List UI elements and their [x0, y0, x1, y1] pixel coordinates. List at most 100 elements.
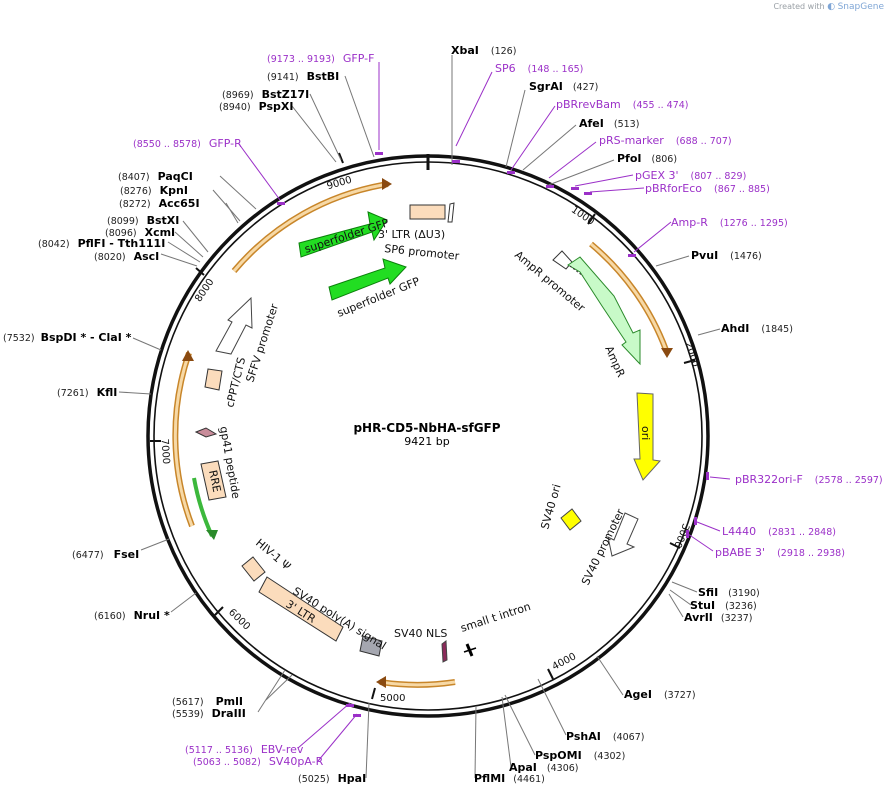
- primer-label-pgex3[interactable]: pGEX 3'(807 .. 829): [635, 169, 746, 182]
- tick-label-7000: 7000: [158, 438, 171, 464]
- enzyme-label-acc65i[interactable]: (8272)Acc65I: [119, 197, 200, 210]
- feature-shape: [258, 576, 344, 642]
- enzyme-label-nrui[interactable]: (6160)NruI *: [94, 609, 170, 622]
- feature-label: small t intron: [459, 600, 532, 635]
- feature-label: RRE: [206, 469, 223, 494]
- leader-stui: [669, 589, 692, 606]
- feature-sffv-promoter: SFFV promoter: [215, 296, 281, 384]
- feature-shape: [552, 250, 573, 270]
- leader-hpai: [365, 702, 370, 779]
- enzyme-label-asci[interactable]: (8020)AscI: [94, 250, 159, 263]
- enzyme-label-bstbi[interactable]: (9141)BstBI: [267, 70, 339, 83]
- feature-label: AmpR: [602, 344, 627, 380]
- enzyme-label-paqci[interactable]: (8407)PaqCI: [118, 170, 193, 183]
- plasmid-size: 9421 bp: [404, 435, 449, 448]
- enzyme-label-bstxi[interactable]: (8099)BstXI: [107, 214, 179, 227]
- feature-shape: [607, 512, 639, 557]
- primer-leader-ebvrev: [297, 702, 351, 749]
- enzyme-label-stui[interactable]: StuI(3236): [690, 599, 757, 612]
- primer-leaders: [238, 62, 731, 762]
- enzyme-label-afei[interactable]: AfeI(513): [579, 117, 639, 130]
- enzyme-label-ahdi[interactable]: AhdI(1845): [721, 322, 793, 335]
- feature-shape: [241, 556, 266, 582]
- tick-mark-9000: [338, 152, 344, 164]
- enzyme-label-bstz17i[interactable]: (8969)BstZ17I: [222, 88, 309, 101]
- primer-label-pbr322orif[interactable]: pBR322ori-F(2578 .. 2597): [735, 473, 883, 486]
- leader-kfli: [118, 391, 152, 395]
- feature-hiv1-psi: HIV-1 Ψ: [241, 536, 293, 582]
- feature-shape: [567, 256, 641, 366]
- orf-arrowhead-ampr: [661, 348, 673, 358]
- tick-mark-2000: [683, 359, 696, 364]
- feature-label: 3' LTR (ΔU3): [378, 228, 445, 241]
- enzyme-label-sgrai[interactable]: SgrAI(427): [529, 80, 598, 93]
- enzyme-label-kfli[interactable]: (7261)KflI: [57, 386, 117, 399]
- primer-leader-ampr: [633, 221, 672, 253]
- primer-leader-pbrrevbam: [510, 105, 556, 171]
- primer-leader-pbr322orif: [709, 476, 731, 480]
- orf-arc-left-core: [173, 352, 194, 527]
- feature-shape: [409, 204, 446, 220]
- feature-shape: [215, 296, 253, 355]
- enzyme-label-draiii[interactable]: (5539)DraIII: [172, 707, 246, 720]
- leader-claI: [132, 337, 162, 351]
- tick-label-2000: 2000: [683, 341, 701, 368]
- enzyme-labels: XbaI(126) SgrAI(427) AfeI(513) PfoI(806)…: [3, 44, 793, 785]
- feature-shape: [447, 202, 455, 223]
- enzyme-label-pfoi[interactable]: PfoI(806): [617, 152, 677, 165]
- leader-pmli: [265, 674, 293, 701]
- primer-label-pbrforeco[interactable]: pBRforEco(867 .. 885): [645, 182, 770, 195]
- enzyme-label-pshai[interactable]: PshAI(4067): [566, 730, 644, 743]
- enzyme-label-xbai[interactable]: XbaI(126): [451, 44, 516, 57]
- feature-divider: [569, 265, 584, 277]
- leader-avrii: [668, 593, 684, 618]
- enzyme-label-bspdi-clai[interactable]: (7532)BspDI * - ClaI *: [3, 331, 132, 344]
- orf-arrowhead-sv40: [376, 676, 386, 688]
- feature-shape: [441, 640, 448, 663]
- leader-paqci: [219, 175, 257, 210]
- enzyme-label-pflfi-tth111i[interactable]: (8042)PflFI - Tth111I: [38, 237, 165, 250]
- plasmid-name: pHR-CD5-NbHA-sfGFP: [353, 421, 500, 435]
- enzyme-label-kpni[interactable]: (8276)KpnI: [120, 184, 188, 197]
- primer-label-ampr[interactable]: Amp-R(1276 .. 1295): [671, 216, 788, 229]
- leader-pshai: [537, 678, 567, 736]
- snapgene-logo-icon: ◐: [827, 2, 836, 12]
- primer-leader-sp6: [455, 71, 493, 147]
- leader-pspomi: [504, 694, 536, 756]
- feature-shape: [200, 460, 227, 501]
- tick-mark-1000: [587, 213, 596, 225]
- enzyme-leaders: [118, 55, 721, 779]
- feature-label: cPPT/CTS: [223, 356, 248, 409]
- enzyme-label-pspomi[interactable]: PspOMI(4302): [535, 749, 625, 762]
- orf-arrowhead-green: [206, 530, 218, 540]
- enzyme-label-pmli[interactable]: (5617)PmlI: [172, 695, 243, 708]
- enzyme-label-sfii[interactable]: SfiI(3190): [698, 586, 760, 599]
- primer-marker-gfpf: [375, 152, 383, 155]
- primer-label-sv40par[interactable]: (5063 .. 5082)SV40pA-R: [193, 755, 324, 768]
- primer-label-gfpf[interactable]: (9173 .. 9193)GFP-F: [267, 52, 374, 65]
- enzyme-label-hpai[interactable]: (5025)HpaI: [298, 772, 366, 785]
- enzyme-label-agei[interactable]: AgeI(3727): [624, 688, 696, 701]
- primer-label-pbrrevbam[interactable]: pBRrevBam(455 .. 474): [556, 98, 689, 111]
- leader-ahdi: [697, 328, 721, 336]
- leader-kpni: [212, 189, 241, 222]
- enzyme-label-pvui[interactable]: PvuI(1476): [691, 249, 762, 262]
- primer-label-prsmarker[interactable]: pRS-marker(688 .. 707): [599, 134, 732, 147]
- feature-sv40-promoter: SV40 promoter: [579, 507, 639, 587]
- leader-pspxi: [291, 105, 337, 163]
- primer-label-pbabe3[interactable]: pBABE 3'(2918 .. 2938): [715, 546, 845, 559]
- primer-label-gfpr[interactable]: (8550 .. 8578)GFP-R: [133, 137, 242, 150]
- tick-label-6000: 6000: [226, 607, 252, 633]
- primer-marker-pbabe3: [686, 530, 689, 538]
- primer-label-l4440[interactable]: L4440(2831 .. 2848): [722, 525, 836, 538]
- enzyme-label-xcmi[interactable]: (8096)XcmI: [105, 226, 175, 239]
- enzyme-label-fsei[interactable]: (6477)FseI: [72, 548, 139, 561]
- enzyme-label-apai[interactable]: ApaI(4306): [509, 761, 579, 774]
- primer-label-ebvrev[interactable]: (5117 .. 5136)EBV-rev: [185, 743, 304, 756]
- leader-asci: [160, 253, 198, 267]
- enzyme-label-pflmi[interactable]: PflMI(4461): [474, 772, 545, 785]
- primer-label-sp6[interactable]: SP6(148 .. 165): [495, 62, 583, 75]
- enzyme-label-avrii[interactable]: AvrII(3237): [684, 611, 753, 624]
- leader-sfii: [671, 581, 698, 593]
- enzyme-label-pspxi[interactable]: (8940)PspXI: [219, 100, 293, 113]
